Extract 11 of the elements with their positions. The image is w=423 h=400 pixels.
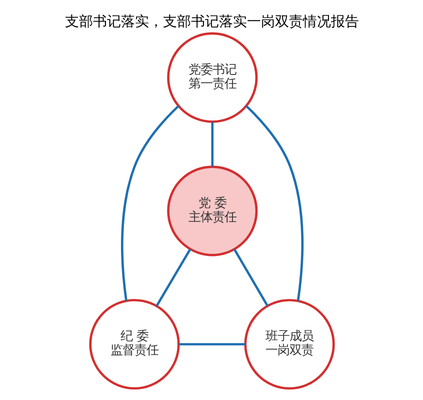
connector: [120, 105, 179, 302]
node-circle: 党 委 主体责任: [166, 166, 258, 256]
node-circle: 班子成员 一岗双责: [244, 298, 334, 390]
node-circle: 纪 委 监督责任: [88, 298, 180, 390]
connector: [178, 343, 245, 346]
connector: [232, 248, 268, 307]
diagram-title: 支部书记落实，支部书记落实一岗双责情况报告: [64, 14, 358, 30]
connector: [210, 122, 214, 167]
connector: [155, 248, 191, 307]
connector: [244, 105, 304, 302]
node-circle: 党委书记 第一责任: [166, 32, 258, 123]
